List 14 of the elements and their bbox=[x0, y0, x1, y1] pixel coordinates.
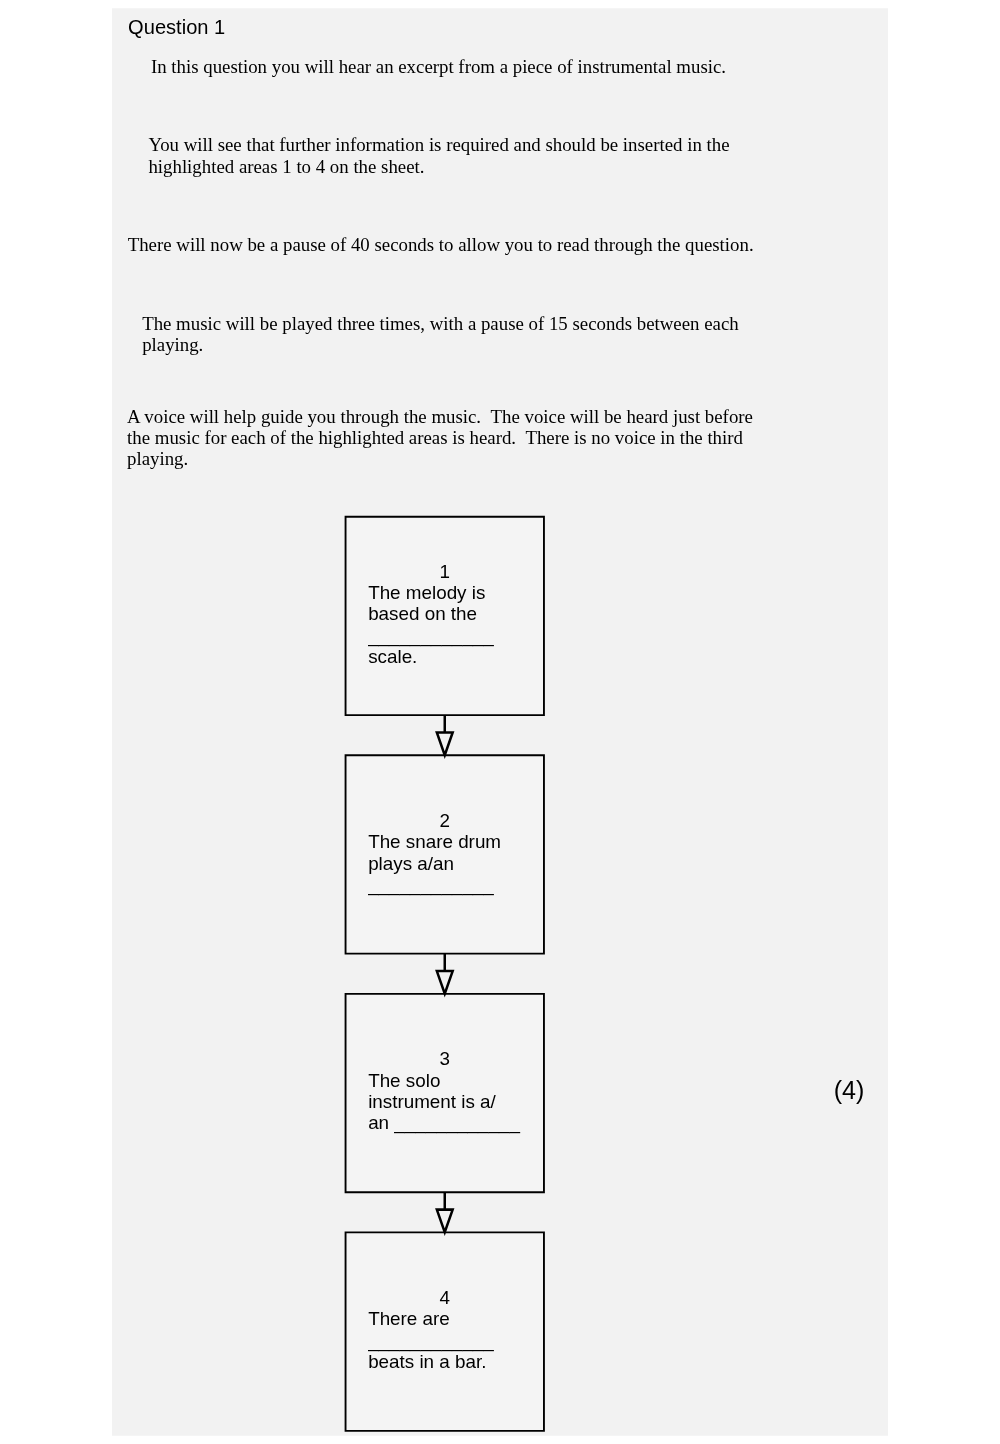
arrow bbox=[435, 953, 455, 998]
label: A voice will help guide you through the music. The voice will be heard just before the music for each of the highlighted areas is heard. There is no voice in the third playing. bbox=[127, 405, 753, 470]
label: In this question you will hear an excerpt from a piece of instrumental music. bbox=[150, 55, 727, 77]
arrow bbox=[435, 1192, 455, 1237]
label: The music will be played three times, with a pause of 15 seconds between each playing. bbox=[142, 312, 739, 355]
diagram-title: Question 1 bbox=[128, 16, 226, 39]
node-box: 2 The snare drum plays a/an ____________ bbox=[344, 754, 545, 955]
node-box: 4 There are ____________ beats in a bar. bbox=[344, 1231, 545, 1432]
label: There will now be a pause of 40 seconds to allow you to read through the question. bbox=[127, 234, 754, 256]
node-box: 3 The solo instrument is a/ an ____________ bbox=[344, 992, 545, 1194]
node-box: 1 The melody is based on the ____________ scale. bbox=[344, 515, 545, 717]
label: (4) bbox=[833, 1076, 865, 1105]
arrow bbox=[435, 715, 455, 759]
label: You will see that further information is required and should be inserted in the highlighted areas 1 to 4 on the sheet. bbox=[148, 134, 730, 177]
